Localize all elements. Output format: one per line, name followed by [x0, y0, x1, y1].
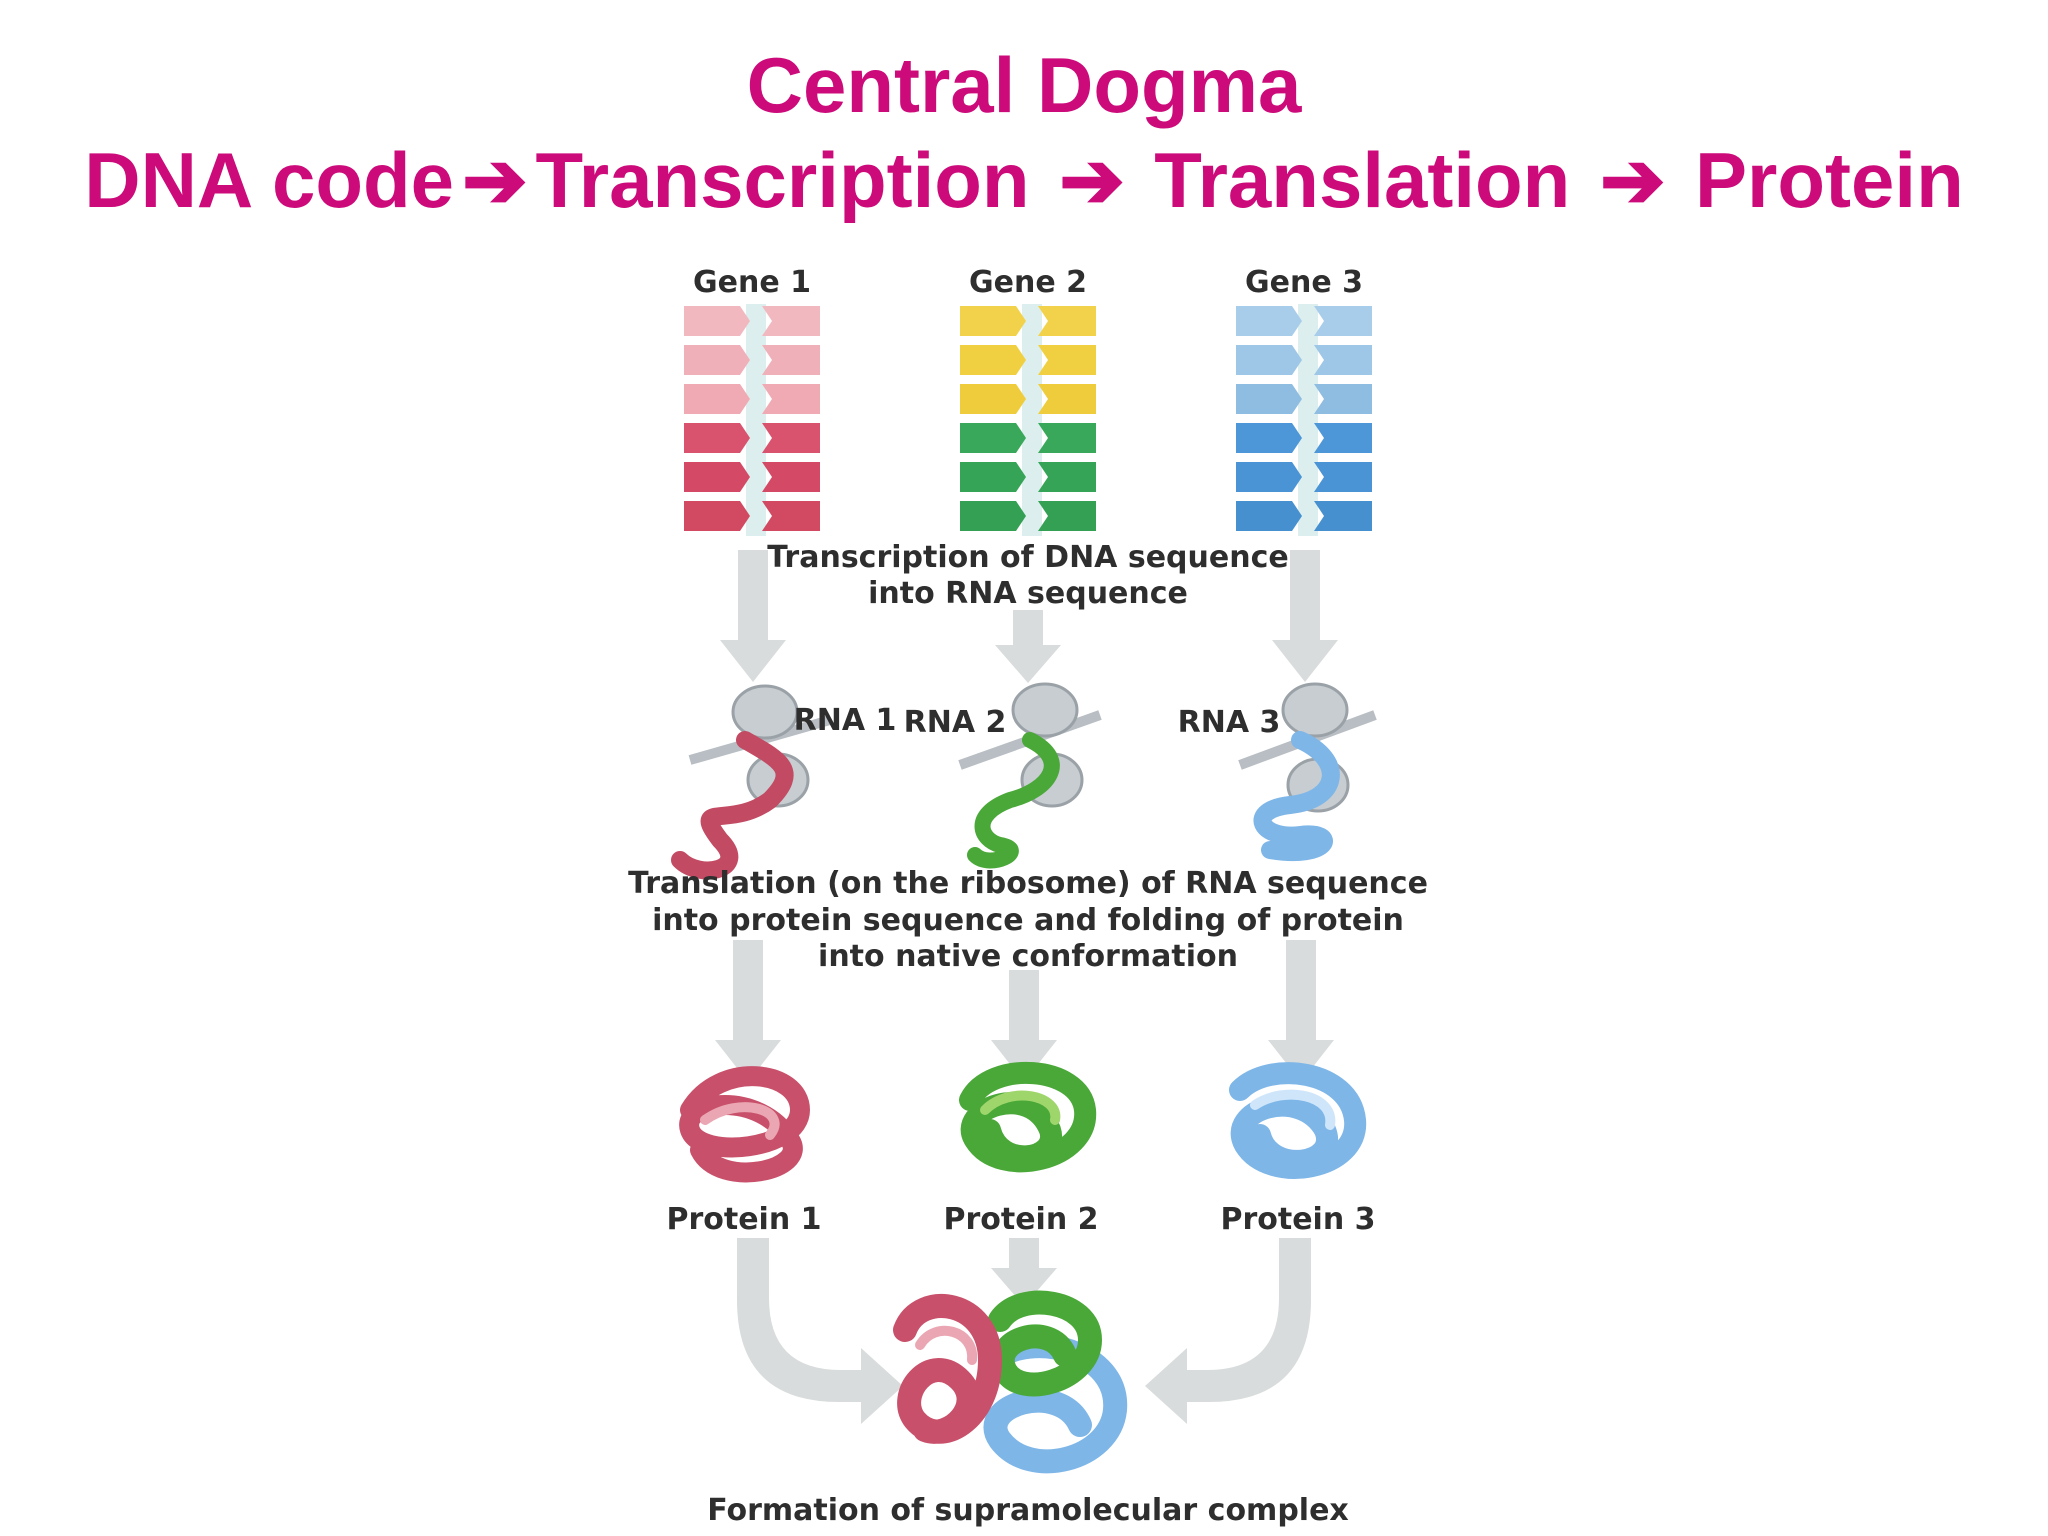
base-pair-left	[684, 345, 750, 375]
base-pair-left	[960, 306, 1026, 336]
base-pair-left	[1236, 345, 1302, 375]
base-pair-left	[1236, 384, 1302, 414]
base-pair-right	[762, 384, 820, 414]
base-pair-right	[1314, 345, 1372, 375]
base-pair-left	[1236, 462, 1302, 492]
base-pair-left	[960, 423, 1026, 453]
base-pair-left	[1236, 306, 1302, 336]
central-dogma-steps: DNA code➔Transcription ➔ Translation ➔ P…	[0, 135, 2048, 225]
complex-caption: Formation of supramolecular complex	[707, 1493, 1349, 1528]
base-pair-left	[960, 462, 1026, 492]
supramolecular-complex-shape	[893, 1290, 1128, 1474]
arrow-gene3-rna3	[1272, 550, 1338, 682]
gene-1-dna	[684, 304, 820, 536]
ribosome-rna2	[958, 682, 1102, 869]
base-pair-right	[762, 423, 820, 453]
step-transcription: Transcription	[535, 136, 1030, 224]
protein-label: Protein 3	[1220, 1202, 1375, 1237]
base-pair-right	[1314, 384, 1372, 414]
base-pair-right	[1314, 306, 1372, 336]
base-pair-right	[762, 501, 820, 531]
base-pair-left	[1236, 423, 1302, 453]
rna-label: RNA 3	[1178, 705, 1281, 740]
base-pair-left	[684, 462, 750, 492]
protein1-shape	[679, 1066, 811, 1183]
base-pair-left	[684, 384, 750, 414]
base-pair-right	[1038, 345, 1096, 375]
arrow-rna1-protein1	[715, 940, 781, 1082]
arrow-protein2-complex	[991, 1238, 1057, 1306]
ribosome-rna3	[1238, 682, 1377, 862]
base-pair-left	[1236, 501, 1302, 531]
base-pair-right	[1314, 462, 1372, 492]
gene-label: Gene 3	[1245, 265, 1363, 300]
right-arrow-icon: ➔	[462, 136, 528, 224]
dna-backbone	[1298, 304, 1318, 536]
gene-label: Gene 1	[693, 265, 811, 300]
transcription-caption: Transcription of DNA sequence	[767, 540, 1288, 575]
base-pair-left	[684, 423, 750, 453]
base-pair-left	[960, 384, 1026, 414]
step-dna-code: DNA code	[84, 136, 455, 224]
dna-backbone	[1022, 304, 1042, 536]
base-pair-left	[960, 501, 1026, 531]
base-pair-right	[1038, 384, 1096, 414]
labels: Gene 1 Gene 2 Gene 3 Transcription of DN…	[628, 265, 1428, 1528]
base-pair-right	[1314, 501, 1372, 531]
base-pair-right	[1038, 501, 1096, 531]
translation-caption: into protein sequence and folding of pro…	[652, 903, 1404, 938]
base-pair-left	[684, 306, 750, 336]
base-pair-left	[960, 345, 1026, 375]
genes-group	[684, 304, 1372, 536]
right-arrow-icon: ➔	[1059, 136, 1125, 224]
right-arrow-icon: ➔	[1600, 136, 1666, 224]
arrow-gene1-rna1	[720, 550, 786, 682]
arrow-rna3-protein3	[1268, 940, 1334, 1082]
rna-label: RNA 1	[794, 703, 897, 738]
base-pair-right	[1038, 306, 1096, 336]
protein-label: Protein 1	[666, 1202, 821, 1237]
translation-caption: Translation (on the ribosome) of RNA seq…	[628, 866, 1428, 901]
protein3-shape	[1229, 1062, 1367, 1179]
dna-backbone	[746, 304, 766, 536]
translation-caption: into native conformation	[818, 939, 1238, 974]
diagram-title: Central Dogma	[746, 41, 1302, 129]
base-pair-right	[762, 345, 820, 375]
arrow-protein1-complex	[737, 1238, 903, 1424]
gene-label: Gene 2	[969, 265, 1087, 300]
protein2-shape	[959, 1061, 1097, 1173]
arrow-protein3-complex	[1145, 1238, 1311, 1424]
base-pair-left	[684, 501, 750, 531]
flow-arrows	[715, 550, 1338, 1424]
base-pair-right	[762, 462, 820, 492]
protein-label: Protein 2	[943, 1202, 1098, 1237]
transcription-caption: into RNA sequence	[868, 576, 1188, 611]
rna-label: RNA 2	[904, 705, 1007, 740]
arrow-rna2-protein2	[991, 970, 1057, 1082]
base-pair-right	[1038, 462, 1096, 492]
gene-2-dna	[960, 304, 1096, 536]
base-pair-right	[762, 306, 820, 336]
ribosome-rna1	[671, 684, 832, 880]
arrow-gene2-rna2	[995, 610, 1061, 683]
step-protein: Protein	[1695, 136, 1964, 224]
base-pair-right	[1038, 423, 1096, 453]
gene-3-dna	[1236, 304, 1372, 536]
step-translation: Translation	[1154, 136, 1571, 224]
base-pair-right	[1314, 423, 1372, 453]
